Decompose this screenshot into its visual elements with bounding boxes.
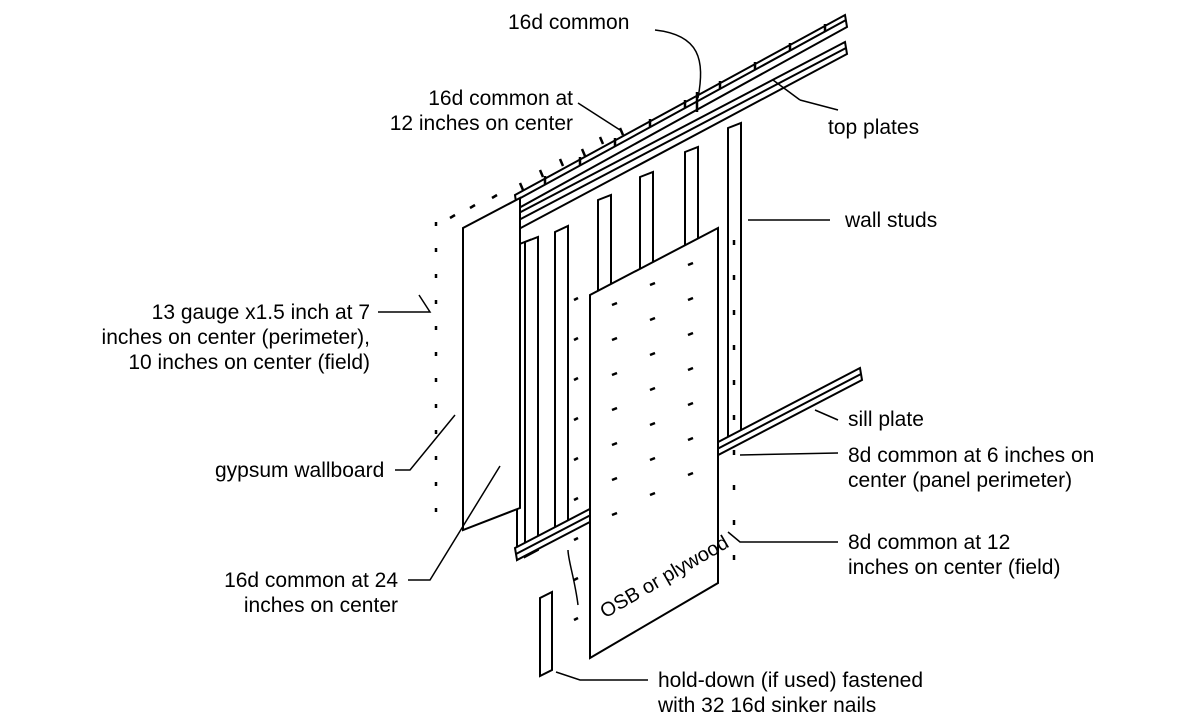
label-16d-common-12oc: 16d common at 12 inches on center [388, 86, 573, 136]
label-sill-plate: sill plate [848, 408, 924, 431]
osb-plywood-panel [589, 226, 719, 660]
label-line: 16d common at 24 [224, 569, 398, 592]
gypsum-nails [434, 193, 498, 512]
label-line: inches on center [243, 594, 398, 617]
leader-lines [378, 29, 839, 681]
label-wall-studs: wall studs [845, 209, 938, 232]
label-8d-common-12oc: 8d common at 12 inches on center (field) [848, 530, 1060, 580]
label-line: with 32 16d sinker nails [658, 694, 877, 717]
top-plates [513, 13, 849, 232]
label-13-gauge: 13 gauge x1.5 inch at 7 inches on center… [8, 300, 370, 375]
label-16d-common-24oc: 16d common at 24 inches on center [140, 568, 398, 618]
label-16d-common: 16d common [508, 11, 630, 34]
label-line: 12 inches on center [389, 112, 573, 135]
label-line: 8d common at 6 inches on [848, 444, 1095, 467]
label-line: center (panel perimeter) [848, 469, 1073, 492]
label-8d-common-6oc: 8d common at 6 inches on center (panel p… [848, 443, 1094, 493]
top-plate-dashed-nails [518, 127, 625, 191]
label-line: 10 inches on center (field) [128, 351, 370, 374]
label-top-plates: top plates [828, 116, 920, 139]
label-line: inches on center (field) [848, 556, 1061, 579]
label-line: 16d common at [428, 87, 573, 110]
osb-nails [573, 240, 736, 622]
label-line: inches on center (perimeter), [101, 326, 370, 349]
label-hold-down: hold-down (if used) fastened with 32 16d… [658, 668, 923, 718]
label-line: 8d common at 12 [848, 531, 1011, 554]
label-line: hold-down (if used) fastened [658, 669, 923, 692]
gypsum-wallboard-panel [462, 196, 521, 532]
hold-down-bracket [539, 590, 553, 678]
top-plate-nails [543, 24, 827, 184]
label-gypsum-wallboard: gypsum wallboard [215, 459, 385, 482]
label-line: 13 gauge x1.5 inch at 7 [151, 301, 370, 324]
